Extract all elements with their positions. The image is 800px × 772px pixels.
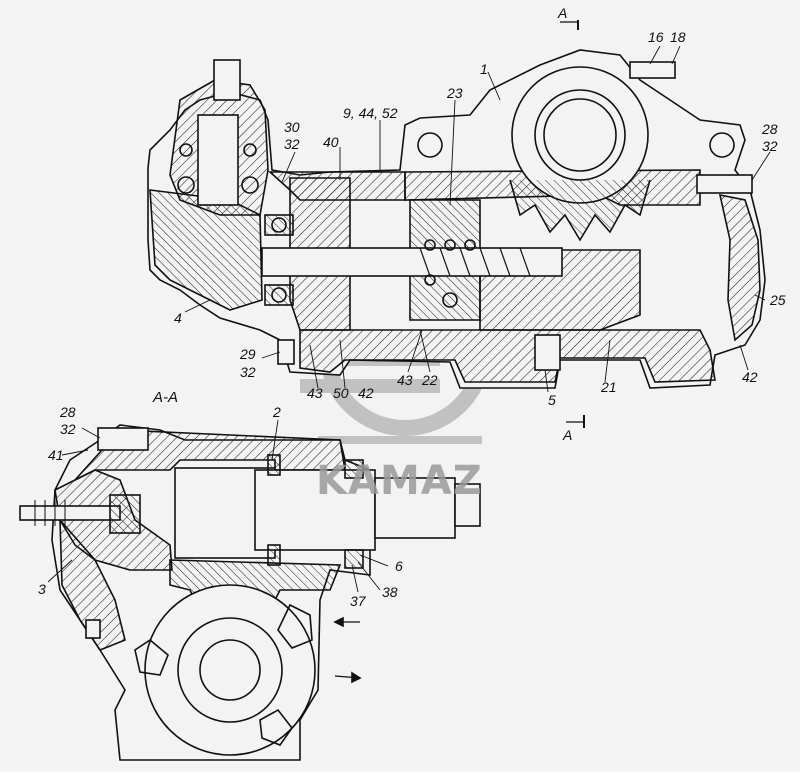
callout-5: 5: [548, 392, 556, 408]
plug-5: [534, 334, 561, 371]
callout-1: 1: [480, 61, 488, 77]
callout-43-a: 43: [307, 385, 323, 401]
leader-lines-top: [184, 45, 771, 393]
callout-29: 29: [240, 346, 256, 362]
right-cover: [718, 193, 761, 342]
bolt-28-top: [696, 174, 753, 194]
input-shaft: [197, 114, 239, 206]
callout-42-b: 42: [742, 369, 758, 385]
top-section-view: [147, 20, 766, 428]
callout-28-b: 28: [60, 404, 76, 420]
callout-42-a: 42: [358, 385, 374, 401]
seal-6: [344, 459, 364, 479]
callout-16: 16: [648, 29, 664, 45]
callout-41: 41: [48, 447, 64, 463]
callout-30: 30: [284, 119, 300, 135]
callout-32-a: 32: [284, 136, 300, 152]
callout-38: 38: [382, 584, 398, 600]
callout-2: 2: [273, 404, 281, 420]
callout-18: 18: [670, 29, 686, 45]
callout-6: 6: [395, 558, 403, 574]
callout-37: 37: [350, 593, 366, 609]
bolt-29: [277, 339, 295, 365]
section-mark-a-top: A: [558, 5, 568, 21]
callout-25: 25: [770, 292, 786, 308]
callout-9-44-52: 9, 44, 52: [343, 105, 398, 121]
callout-32-d: 32: [60, 421, 76, 437]
callout-21: 21: [601, 379, 617, 395]
mount-lug-right: [709, 132, 735, 158]
section-a-a-view: [19, 424, 481, 761]
housing-left-lower: [59, 517, 126, 651]
callout-50: 50: [333, 385, 349, 401]
sector-teeth: [509, 179, 651, 242]
seal-2: [267, 454, 281, 476]
callout-43-b: 43: [397, 372, 413, 388]
housing-wall-bottom: [299, 329, 716, 383]
callout-4: 4: [174, 310, 182, 326]
kamaz-watermark-text: KAMAZ: [316, 458, 483, 504]
input-shaft-spline: [213, 59, 241, 101]
callout-28-a: 28: [762, 121, 778, 137]
callout-3: 3: [38, 581, 46, 597]
bolt-28-aa: [97, 427, 149, 451]
section-mark-a-bottom: A: [563, 427, 573, 443]
screw-thread: [419, 247, 531, 277]
screw-shaft: [261, 247, 563, 277]
bleeder-16-18: [629, 61, 676, 79]
mount-lug-left: [417, 132, 443, 158]
callout-22: 22: [422, 372, 438, 388]
section-title: A-A: [153, 389, 179, 406]
leader-lines-aa: [47, 419, 389, 593]
callout-32-c: 32: [240, 364, 256, 380]
callout-32-b: 32: [762, 138, 778, 154]
callout-23: 23: [447, 85, 463, 101]
seal-37-38: [344, 549, 364, 569]
callout-40: 40: [323, 134, 339, 150]
sector-shaft-end: [374, 477, 456, 539]
